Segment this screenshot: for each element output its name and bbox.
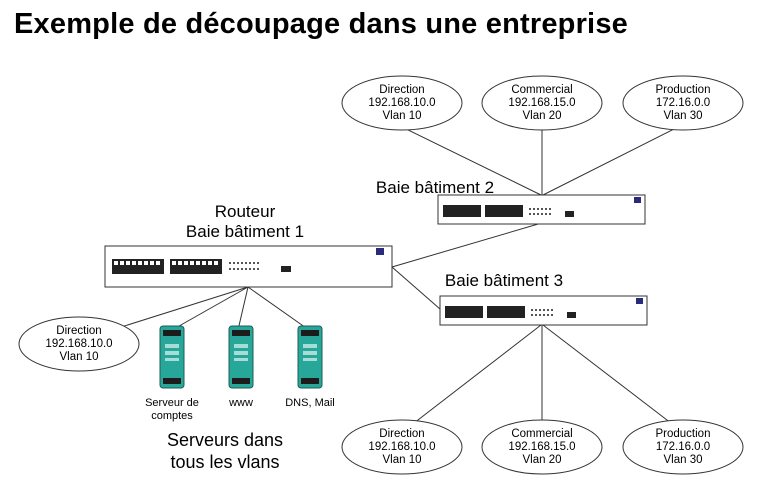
vlan-id: Vlan 20: [522, 454, 562, 466]
vlan-id: Vlan 30: [663, 454, 703, 466]
router-label: Routeur Baie bâtiment 1: [185, 202, 305, 242]
vlan-top-direction: Direction 192.168.10.0 Vlan 10: [342, 84, 462, 123]
vlan-top-commercial-ellipse: [481, 75, 603, 131]
server-1-label-text: Serveur de comptes: [145, 397, 199, 422]
baie2-switch: [437, 194, 646, 225]
vlan-bottom-commercial: Commercial 192.168.15.0 Vlan 20: [482, 428, 602, 467]
vlan-network: 192.168.15.0: [508, 441, 576, 453]
vlan-bottom-direction-ellipse: [341, 419, 463, 475]
server-1-label: Serveur de comptes: [132, 397, 212, 423]
link-router-baie2: [391, 221, 546, 268]
vlan-left-direction-ellipse: [18, 316, 140, 372]
vlan-top-commercial: Commercial 192.168.15.0 Vlan 20: [482, 84, 602, 123]
baie2-logo: [634, 197, 641, 203]
vlan-name: Direction: [56, 325, 102, 337]
vlan-id: Vlan 10: [382, 454, 422, 466]
vlan-top-production-ellipse: [622, 75, 744, 131]
server-1-icon: [159, 325, 185, 389]
router-logo: [376, 248, 384, 255]
router-label-line1: Routeur: [214, 202, 276, 221]
vlan-name: Production: [655, 84, 711, 96]
vlan-network: 172.16.0.0: [655, 97, 711, 109]
server-3-label: DNS, Mail: [285, 397, 335, 409]
router-switch: [104, 245, 393, 288]
baie3-logo: [636, 298, 643, 304]
vlan-bottom-commercial-ellipse: [481, 419, 603, 475]
vlan-network: 192.168.10.0: [368, 97, 436, 109]
vlan-id: Vlan 10: [382, 110, 422, 122]
vlan-name: Direction: [379, 84, 425, 96]
vlan-top-direction-ellipse: [341, 75, 463, 131]
vlan-id: Vlan 20: [522, 110, 562, 122]
server-3-icon: [297, 325, 323, 389]
servers-caption-line2: tous les vlans: [170, 452, 280, 472]
router-label-line2: Baie bâtiment 1: [185, 222, 305, 241]
vlan-bottom-production-ellipse: [622, 419, 744, 475]
servers-caption: Serveurs dans tous les vlans: [150, 429, 300, 473]
link-router-server2: [237, 286, 249, 331]
diagram-title: Exemple de découpage dans une entreprise: [14, 8, 628, 40]
vlan-network: 192.168.15.0: [508, 97, 576, 109]
baie2-label: Baie bâtiment 2: [375, 178, 495, 197]
vlan-top-production: Production 172.16.0.0 Vlan 30: [623, 84, 743, 123]
server-2-label: www: [229, 397, 253, 409]
baie3-label: Baie bâtiment 3: [444, 271, 564, 290]
vlan-left-direction: Direction 192.168.10.0 Vlan 10: [19, 325, 139, 364]
links: [95, 125, 681, 431]
vlan-bottom-direction: Direction 192.168.10.0 Vlan 10: [342, 428, 462, 467]
vlan-name: Commercial: [511, 428, 573, 440]
vlan-network: 192.168.10.0: [368, 441, 436, 453]
baie3-switch: [439, 295, 648, 326]
link-baie3-direction: [404, 324, 542, 431]
vlan-network: 172.16.0.0: [655, 441, 711, 453]
vlan-bottom-production: Production 172.16.0.0 Vlan 30: [623, 428, 743, 467]
link-router-server1: [171, 286, 249, 331]
servers-caption-line1: Serveurs dans: [166, 430, 284, 450]
vlan-network: 192.168.10.0: [45, 338, 113, 350]
vlan-name: Direction: [379, 428, 425, 440]
vlan-id: Vlan 30: [663, 110, 703, 122]
server-2-icon: [228, 325, 254, 389]
vlan-id: Vlan 10: [59, 351, 99, 363]
vlan-name: Production: [655, 428, 711, 440]
link-baie3-production: [542, 324, 681, 431]
link-baie2-direction: [399, 125, 542, 196]
vlan-name: Commercial: [511, 84, 573, 96]
link-baie2-production: [542, 125, 681, 196]
link-router-server3: [247, 286, 310, 331]
link-router-baie3: [391, 266, 441, 310]
